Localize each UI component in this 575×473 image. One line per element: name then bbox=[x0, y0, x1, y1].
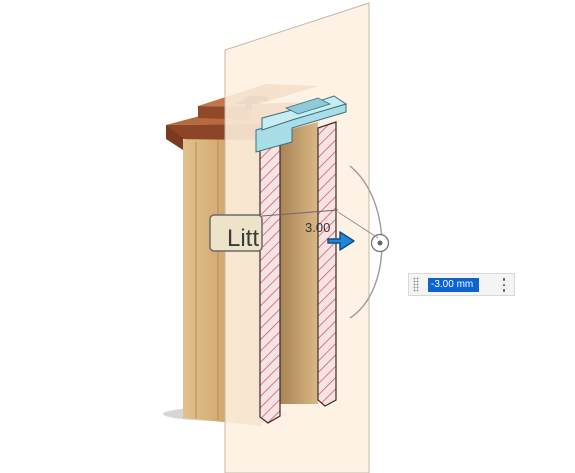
rotation-handle-dot bbox=[377, 240, 383, 246]
vertical-dots-icon bbox=[502, 278, 506, 281]
cut-trim bbox=[255, 95, 348, 153]
dimension-leader bbox=[337, 211, 379, 239]
part-label-text: Litt bbox=[227, 225, 259, 252]
cut-face-left[interactable] bbox=[259, 129, 281, 424]
dimension-value-label: 3.00 bbox=[305, 220, 330, 235]
dimension-value-field[interactable]: -3.00 mm bbox=[428, 277, 479, 292]
drag-arrow-icon[interactable] bbox=[327, 231, 355, 251]
cut-face-right[interactable] bbox=[317, 121, 337, 407]
dimension-line bbox=[261, 209, 339, 217]
more-options-button[interactable] bbox=[500, 278, 508, 292]
dimension-input-box: -3.00 mm bbox=[408, 273, 515, 296]
part-label-tag[interactable]: Litt bbox=[209, 214, 263, 252]
drag-grip-icon[interactable] bbox=[413, 277, 419, 292]
